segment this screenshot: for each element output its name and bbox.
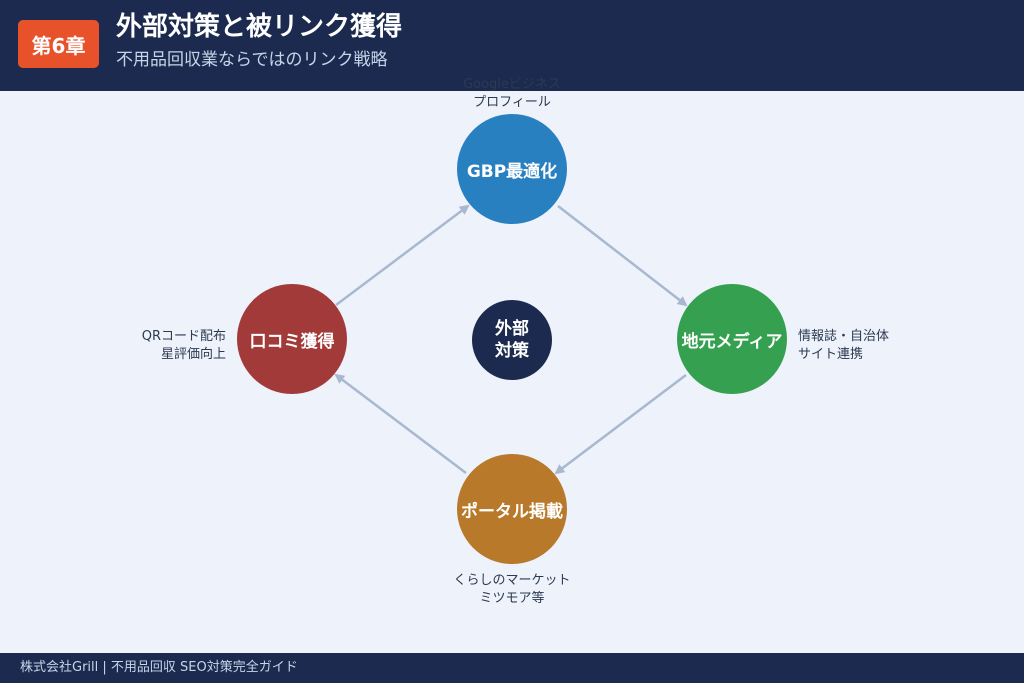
- header-bar: 第6章 外部対策と被リンク獲得 不用品回収業ならではのリンク戦略: [0, 0, 1024, 91]
- note-reviews-line-2: 星評価向上: [160, 347, 226, 362]
- note-local-media: 情報誌・自治体 サイト連携: [798, 328, 889, 364]
- chapter-badge: 第6章: [18, 20, 99, 68]
- page-title: 外部対策と被リンク獲得: [116, 12, 403, 42]
- node-reviews-label: 口コミ獲得: [249, 331, 335, 352]
- center-node-label: 外部 対策: [490, 318, 534, 362]
- center-node-external-seo: 外部 対策: [472, 300, 552, 380]
- node-local-media-label: 地元メディア: [681, 331, 783, 352]
- node-review-acquisition: 口コミ獲得: [237, 284, 347, 394]
- page-subtitle: 不用品回収業ならではのリンク戦略: [116, 50, 388, 70]
- node-portal-label: ポータル掲載: [461, 501, 563, 522]
- arrow-gbp-to-local-media: [557, 205, 688, 307]
- arrow-portal-to-reviews: [334, 373, 467, 474]
- center-label-line-1: 外部: [495, 319, 529, 339]
- center-label-line-2: 対策: [495, 341, 529, 361]
- note-reviews-line-1: QRコード配布: [141, 329, 226, 344]
- footer-bar: 株式会社Grill | 不用品回収 SEO対策完全ガイド: [0, 653, 1024, 683]
- arrow-local-media-to-portal: [554, 374, 687, 475]
- arrow-reviews-to-gbp: [335, 204, 470, 306]
- note-gbp-line-1: Googleビジネス: [463, 77, 561, 92]
- node-portal-listing: ポータル掲載: [457, 454, 567, 564]
- note-reviews: QRコード配布 星評価向上: [96, 328, 226, 364]
- note-portal-line-1: くらしのマーケット: [453, 573, 571, 588]
- footer-text: 株式会社Grill | 不用品回収 SEO対策完全ガイド: [20, 660, 298, 675]
- note-portal: くらしのマーケット ミツモア等: [412, 572, 612, 608]
- note-local-media-line-2: サイト連携: [798, 347, 864, 362]
- note-gbp-line-2: プロフィール: [473, 95, 551, 110]
- note-portal-line-2: ミツモア等: [479, 591, 545, 606]
- node-local-media: 地元メディア: [677, 284, 787, 394]
- note-local-media-line-1: 情報誌・自治体: [798, 329, 890, 344]
- node-gbp-optimization: GBP最適化: [457, 114, 567, 224]
- node-gbp-label: GBP最適化: [466, 161, 558, 182]
- note-gbp: Googleビジネス プロフィール: [412, 76, 612, 112]
